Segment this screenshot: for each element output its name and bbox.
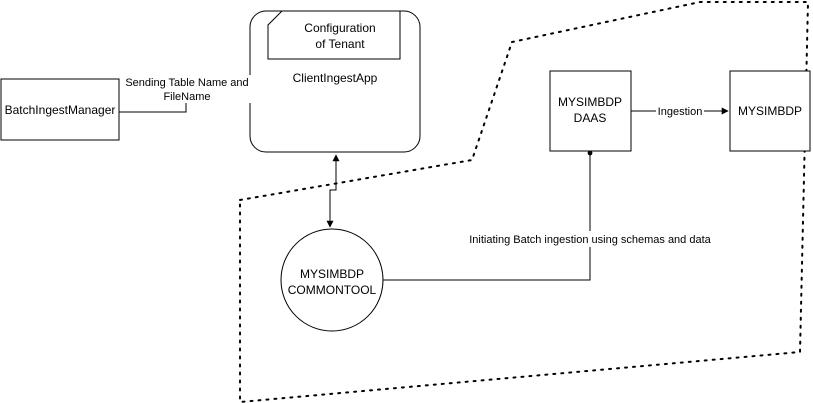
daas-node[interactable]: MYSIMBDP DAAS	[549, 70, 632, 152]
mysimbdp-label: MYSIMBDP	[738, 104, 802, 118]
commontool-line1: MYSIMBDP	[300, 267, 364, 281]
edge-sending-line2: FileName	[163, 91, 210, 103]
commontool-line2: COMMONTOOL	[288, 283, 377, 297]
commontool-node[interactable]: MYSIMBDP COMMONTOOL	[280, 228, 384, 332]
platform-boundary	[239, 1, 810, 403]
config-note-line1: Configuration	[304, 21, 375, 35]
daas-line1: MYSIMBDP	[558, 95, 622, 109]
edge-sending: Sending Table Name and FileName	[119, 75, 251, 113]
edge-client-commontool	[326, 154, 340, 228]
batch-ingest-manager-label: BatchIngestManager	[5, 103, 116, 117]
config-tenant-note[interactable]: Configuration of Tenant	[267, 10, 401, 60]
daas-line2: DAAS	[574, 111, 607, 125]
client-ingest-app-label: ClientIngestApp	[293, 71, 378, 85]
edge-ingestion-label: Ingestion	[658, 106, 703, 118]
mysimbdp-node[interactable]: MYSIMBDP	[729, 70, 811, 152]
edge-ingestion: Ingestion	[631, 104, 729, 119]
batch-ingest-manager-node[interactable]: BatchIngestManager	[0, 78, 120, 141]
edge-initiating: Initiating Batch ingestion using schemas…	[383, 150, 712, 281]
edge-sending-line1: Sending Table Name and	[125, 77, 248, 89]
config-note-line2: of Tenant	[315, 37, 365, 51]
edge-initiating-label: Initiating Batch ingestion using schemas…	[469, 234, 711, 246]
